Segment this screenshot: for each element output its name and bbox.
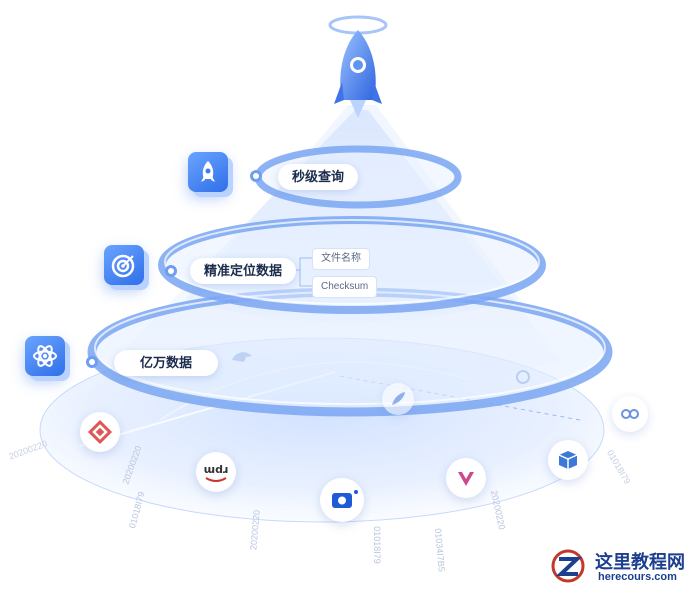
level-3-label: 亿万数据 — [114, 350, 219, 376]
rocket-illustration — [328, 15, 388, 118]
level-1-dot — [250, 170, 262, 182]
circle-icon — [512, 366, 534, 388]
box-logo-icon — [548, 440, 588, 480]
diamond-logo-icon — [80, 412, 120, 452]
watermark-url: herecours.com — [598, 571, 677, 583]
watermark-title: 这里教程网 — [595, 552, 685, 572]
atom-icon — [25, 336, 65, 376]
rocket-icon — [188, 152, 228, 192]
dolphin-icon — [230, 348, 254, 366]
feather-icon — [382, 383, 414, 415]
ring-level-3 — [87, 287, 613, 417]
tag-checksum: Checksum — [312, 276, 378, 298]
watermark-logo — [548, 548, 588, 584]
level-3-dot — [86, 356, 98, 368]
level-2-dot — [165, 265, 177, 277]
level-2-label: 精准定位数据 — [190, 258, 297, 284]
camera-logo-icon — [320, 478, 364, 522]
svg-text:rpm: rpm — [204, 464, 229, 477]
rpm-logo-icon: rpm — [196, 452, 236, 492]
vue-logo-icon — [446, 458, 486, 498]
level-1-label: 秒级查询 — [278, 164, 359, 190]
tag-file-name: 文件名称 — [312, 248, 370, 270]
target-icon — [104, 245, 144, 285]
floor-number: 01018I79 — [371, 526, 382, 564]
link-logo-icon — [612, 396, 648, 432]
